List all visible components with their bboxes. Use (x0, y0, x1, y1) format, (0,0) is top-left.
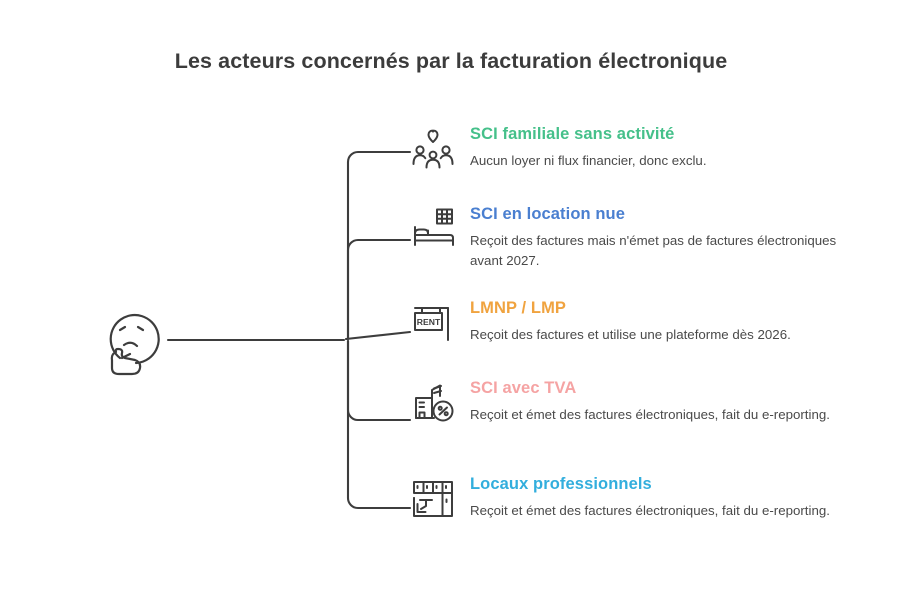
branch-description: Reçoit et émet des factures électronique… (470, 503, 830, 518)
connector-branch-1 (346, 238, 412, 341)
bed-building-icon (410, 206, 456, 252)
branch-description: Reçoit des factures mais n'émet pas de f… (470, 233, 837, 268)
branch-text: Locaux professionnels Reçoit et émet des… (470, 474, 842, 521)
branch-heading: SCI avec TVA (470, 379, 577, 397)
connector-branch-3 (346, 339, 412, 422)
building-percent-icon (410, 380, 456, 426)
branch-description: Reçoit des factures et utilise une plate… (470, 327, 791, 342)
branch-description: Aucun loyer ni flux financier, donc excl… (470, 153, 707, 168)
connector-branch-2 (344, 330, 412, 341)
rent-sign-icon: RENT (410, 300, 456, 346)
branch-text: SCI avec TVA Reçoit et émet des factures… (470, 378, 842, 425)
branch-description: Reçoit et émet des factures électronique… (470, 407, 830, 422)
branch-heading: SCI en location nue (470, 205, 626, 223)
family-heart-icon (410, 126, 456, 172)
branch-item[interactable]: SCI familiale sans activité Aucun loyer … (410, 124, 842, 172)
root-node-thinking-face (92, 300, 172, 380)
branch-heading: Locaux professionnels (470, 475, 652, 493)
svg-text:RENT: RENT (417, 317, 441, 327)
branch-heading: SCI familiale sans activité (470, 125, 675, 143)
branch-item[interactable]: SCI en location nue Reçoit des factures … (410, 204, 842, 271)
branch-text: SCI familiale sans activité Aucun loyer … (470, 124, 842, 171)
page-title: Les acteurs concernés par la facturation… (174, 49, 728, 73)
branch-item[interactable]: Locaux professionnels Reçoit et émet des… (410, 474, 842, 522)
connector-branch-4 (346, 339, 412, 510)
floor-plan-icon (410, 476, 456, 522)
branch-text: LMNP / LMP Reçoit des factures et utilis… (470, 298, 842, 345)
connector-branch-0 (346, 150, 412, 341)
branch-item[interactable]: SCI avec TVA Reçoit et émet des factures… (410, 378, 842, 426)
branch-heading: LMNP / LMP (470, 299, 567, 317)
branch-item[interactable]: RENT LMNP / LMP Reçoit des factures et u… (410, 298, 842, 346)
thinking-face-icon (109, 313, 160, 376)
branch-text: SCI en location nue Reçoit des factures … (470, 204, 842, 271)
